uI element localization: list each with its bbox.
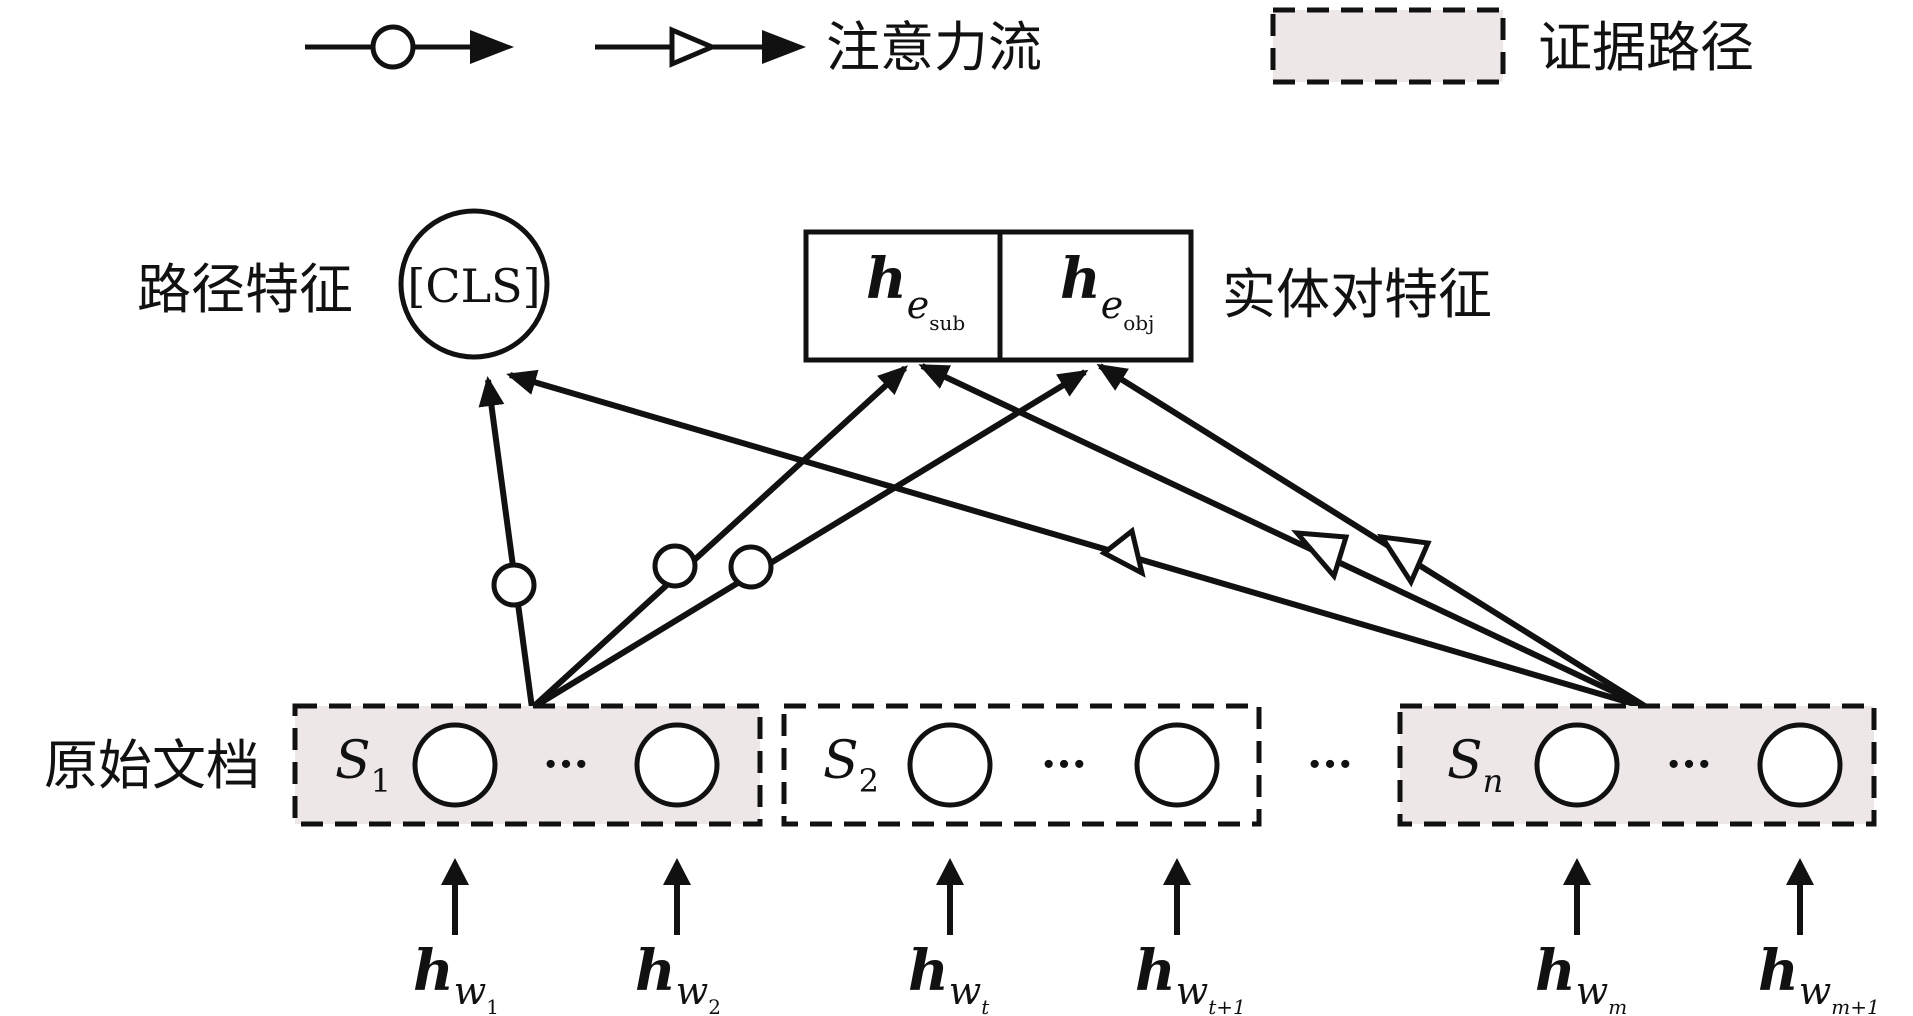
sentence-groups: S1 ··· S2 ··· Sn ··· bbox=[292, 703, 1877, 827]
input-arrow-head bbox=[1563, 858, 1591, 885]
edge-circle-marker-subject bbox=[652, 543, 698, 589]
attention-edges bbox=[478, 363, 1650, 711]
legend-attention-flow-label: 注意力流 bbox=[826, 16, 1042, 79]
token-node bbox=[634, 722, 720, 808]
input-arrow-head bbox=[1786, 858, 1814, 885]
entity-pair-box: hesub heobj bbox=[803, 229, 1194, 363]
sentence-symbol: S2 bbox=[823, 731, 879, 800]
input-arrow-head bbox=[441, 858, 469, 885]
word-input: hwt+1 bbox=[1135, 858, 1246, 1016]
token-ellipsis: ··· bbox=[1666, 739, 1712, 790]
edge-sn-to-object bbox=[1096, 363, 1650, 711]
between-sentences-ellipsis: ··· bbox=[1307, 739, 1353, 790]
edge-circle-marker-cls bbox=[491, 562, 537, 608]
word-hidden-state: hwm bbox=[1535, 938, 1627, 1016]
word-hidden-state: hwm+1 bbox=[1758, 938, 1880, 1016]
sentence-symbol: Sn bbox=[1447, 731, 1503, 800]
token-node bbox=[907, 722, 993, 808]
edge-sn-to-cls bbox=[506, 369, 1649, 711]
word-inputs: hw1 hw2 hwt hwt+1 hwm hwm+1 bbox=[413, 858, 1880, 1016]
edge-s1-to-object bbox=[530, 369, 1089, 711]
legend-circle-arrow-icon bbox=[305, 24, 514, 70]
word-input: hw1 bbox=[413, 858, 499, 1016]
word-input: hwm bbox=[1535, 858, 1627, 1016]
input-arrow-head bbox=[663, 858, 691, 885]
word-input: hw2 bbox=[635, 858, 721, 1016]
sentence-symbol: S1 bbox=[335, 731, 391, 800]
sentence-group: S1 ··· bbox=[292, 703, 763, 827]
word-hidden-state: hw1 bbox=[413, 938, 499, 1016]
word-hidden-state: hw2 bbox=[635, 938, 721, 1016]
edge-triangle-marker-object bbox=[1376, 533, 1432, 588]
edge-s1-to-subject bbox=[529, 365, 908, 711]
path-feature-label: 路径特征 bbox=[137, 258, 353, 321]
edge-circle-markers bbox=[491, 543, 774, 608]
token-ellipsis: ··· bbox=[543, 739, 589, 790]
sentence-group: S2 ··· bbox=[781, 703, 1262, 827]
edge-triangle-marker-cls bbox=[1099, 526, 1146, 578]
edge-triangle-marker-subject bbox=[1291, 530, 1350, 582]
token-node bbox=[1757, 722, 1843, 808]
word-input: hwt bbox=[908, 858, 990, 1016]
token-node bbox=[1134, 722, 1220, 808]
token-ellipsis: ··· bbox=[1041, 739, 1087, 790]
token-node bbox=[412, 722, 498, 808]
cls-node: [CLS] bbox=[398, 208, 550, 360]
entity-object-feature: heobj bbox=[1060, 246, 1154, 335]
sentence-group: Sn ··· bbox=[1397, 703, 1877, 827]
input-arrow-head bbox=[1163, 858, 1191, 885]
edge-triangle-markers bbox=[1099, 526, 1432, 588]
input-arrow-head bbox=[936, 858, 964, 885]
token-node bbox=[1534, 722, 1620, 808]
cls-token-label: [CLS] bbox=[407, 259, 540, 313]
original-document-label: 原始文档 bbox=[44, 734, 260, 797]
word-hidden-state: hwt bbox=[908, 938, 990, 1016]
legend-triangle-arrow-icon bbox=[595, 26, 806, 68]
entity-pair-feature-label: 实体对特征 bbox=[1222, 263, 1492, 326]
edge-sn-to-subject bbox=[918, 363, 1650, 711]
edge-circle-marker-object bbox=[728, 544, 774, 590]
legend: 注意力流 证据路径 bbox=[305, 7, 1754, 85]
legend-evidence-path-swatch bbox=[1270, 7, 1506, 85]
legend-evidence-path-label: 证据路径 bbox=[1538, 16, 1754, 79]
word-hidden-state: hwt+1 bbox=[1135, 938, 1246, 1016]
word-input: hwm+1 bbox=[1758, 858, 1880, 1016]
edge-s1-to-cls bbox=[478, 376, 535, 709]
entity-subject-feature: hesub bbox=[866, 246, 965, 335]
